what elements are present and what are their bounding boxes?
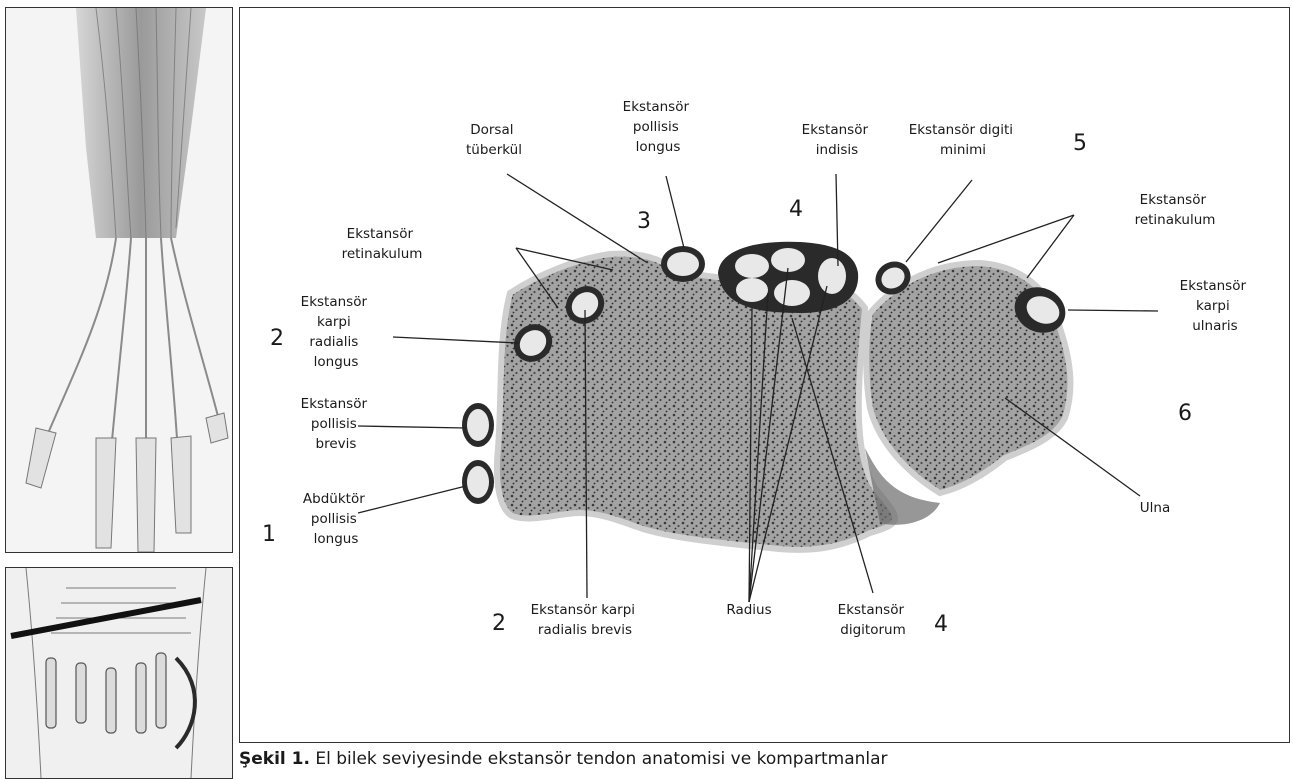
label-ekstansor-pollisis-brevis: Ekstansör pollisis brevis (301, 396, 372, 452)
label-ulna: Ulna (1140, 500, 1170, 516)
wrist-cross-section-diagram: Dorsal tüberkül Ekstansör pollisis longu… (240, 8, 1289, 742)
figure-caption-text: El bilek seviyesinde ekstansör tendon an… (310, 749, 888, 769)
label-ekstansor-retinakulum-right: Ekstansör retinakulum (1135, 192, 1216, 228)
label-ekstansor-karpi-radialis-longus: Ekstansör karpi radialis longus (301, 294, 372, 370)
label-ekstansor-karpi-radialis-brevis: Ekstansör karpi radialis brevis (531, 602, 640, 638)
label-ekstansor-pollisis-longus: Ekstansör pollisis longus (623, 99, 694, 155)
cross-section-frame: Dorsal tüberkül Ekstansör pollisis longu… (239, 7, 1290, 743)
forearm-illustration (6, 8, 232, 552)
compartment-number-2-left: 2 (270, 326, 284, 351)
label-ekstansor-digiti-minimi: Ekstansör digiti minimi (909, 122, 1018, 158)
label-ekstansor-karpi-ulnaris: Ekstansör karpi ulnaris (1180, 278, 1251, 334)
compartment-number-6: 6 (1178, 401, 1192, 426)
compartment-number-1: 1 (262, 522, 276, 547)
wrist-illustration (6, 568, 232, 778)
figure-caption-prefix: Şekil 1. (239, 749, 310, 769)
forearm-illustration-panel (5, 7, 233, 553)
compartment-number-3: 3 (637, 209, 651, 234)
compartment-1-tendons (462, 403, 494, 504)
figure-caption: Şekil 1. El bilek seviyesinde ekstansör … (239, 749, 1288, 769)
compartment-number-4-top: 4 (789, 197, 803, 222)
label-ekstansor-indisis: Ekstansör indisis (802, 122, 873, 158)
label-abduktor-pollisis-longus: Abdüktör pollisis longus (303, 491, 369, 547)
label-radius: Radius (726, 602, 771, 618)
compartment-3-tendon (661, 246, 705, 282)
wrist-illustration-panel (5, 567, 233, 779)
label-ekstansor-retinakulum-left: Ekstansör retinakulum (342, 226, 423, 262)
label-ekstansor-digitorum: Ekstansör digitorum (838, 602, 909, 638)
compartment-number-4-bottom: 4 (934, 612, 948, 637)
compartment-number-5: 5 (1073, 131, 1087, 156)
compartment-number-2-bottom: 2 (492, 611, 506, 636)
label-dorsal-tuberkul: Dorsal tüberkül (466, 122, 522, 158)
